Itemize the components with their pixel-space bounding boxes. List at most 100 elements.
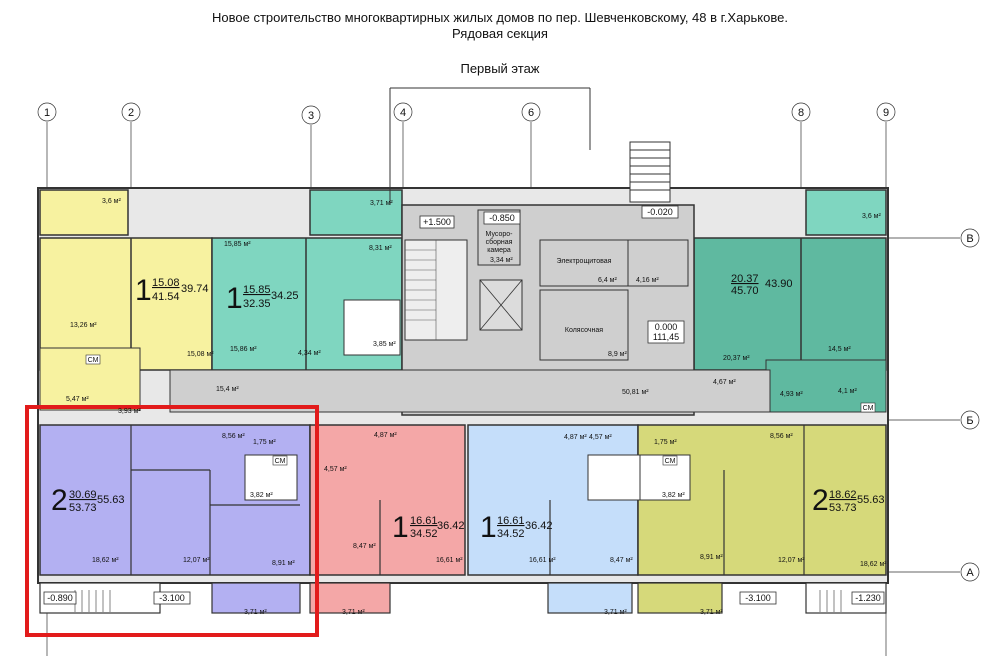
area-i3: 16,61 м² bbox=[529, 557, 556, 564]
apt6-living: 16.61 bbox=[497, 515, 525, 527]
apt4-living: 30.69 bbox=[69, 489, 97, 501]
area-k2: 3,71 м² bbox=[342, 609, 365, 616]
apt3-total: 43.90 bbox=[765, 278, 793, 290]
area-j5: 12,07 м² bbox=[778, 557, 805, 564]
apt3-useful: 45.70 bbox=[731, 285, 759, 297]
balcony-top-mid bbox=[309, 189, 403, 236]
area-i1: 4,87 м² bbox=[564, 434, 587, 441]
area-a3: 5,47 м² bbox=[66, 396, 89, 403]
area-i4: 8,47 м² bbox=[610, 557, 633, 564]
area-balc1: 3,6 м² bbox=[102, 198, 121, 205]
area-b1: 15,85 м² bbox=[224, 241, 251, 248]
area-e2: 4,16 м² bbox=[636, 277, 659, 284]
apt2-useful: 32.35 bbox=[243, 298, 271, 310]
apt4-useful: 53.73 bbox=[69, 502, 97, 514]
area-k1: 3,71 м² bbox=[244, 609, 267, 616]
apt1-total: 39.74 bbox=[181, 283, 209, 295]
label-garbage-1: Мусоро- bbox=[486, 231, 514, 238]
level-stair-top: +1.500 bbox=[423, 217, 451, 227]
bath-teal bbox=[343, 299, 401, 356]
apt5-rooms: 1 bbox=[392, 511, 409, 544]
area-h1: 4,87 м² bbox=[374, 432, 397, 439]
balcony-red bbox=[309, 582, 391, 614]
axis-label-a: А bbox=[966, 567, 974, 579]
apt7-living: 18.62 bbox=[829, 489, 857, 501]
area-f1: 20,37 м² bbox=[723, 355, 750, 362]
wc-marker-1: СМ bbox=[88, 357, 99, 364]
apt5-useful: 34.52 bbox=[410, 528, 438, 540]
apt6-total: 36.42 bbox=[525, 520, 553, 532]
apt7-rooms: 2 bbox=[812, 484, 829, 517]
area-e1: 6,4 м² bbox=[598, 277, 617, 284]
area-balc2: 3,71 м² bbox=[370, 200, 393, 207]
apt1-useful: 41.54 bbox=[152, 291, 180, 303]
area-e3: 8,9 м² bbox=[608, 351, 627, 358]
apt1-rooms: 1 bbox=[135, 274, 152, 307]
area-i2: 4,57 м² bbox=[589, 434, 612, 441]
electrical-room bbox=[539, 239, 629, 287]
area-balc3: 3,6 м² bbox=[862, 213, 881, 220]
area-a2: 15,08 м² bbox=[187, 351, 214, 358]
area-c2: 50,81 м² bbox=[622, 389, 649, 396]
bath-blue bbox=[587, 454, 641, 501]
area-g2: 1,75 м² bbox=[253, 439, 276, 446]
area-f5: 4,1 м² bbox=[838, 388, 857, 395]
axis-label-3: 3 bbox=[308, 110, 314, 122]
apt2-total: 34.25 bbox=[271, 290, 299, 302]
balcony-olive bbox=[637, 582, 723, 614]
level-corridor-zero: 0.000 bbox=[655, 322, 678, 332]
area-j2: 8,56 м² bbox=[770, 433, 793, 440]
axis-label-2: 2 bbox=[128, 107, 134, 119]
area-h2: 4,57 м² bbox=[324, 466, 347, 473]
area-f2: 14,5 м² bbox=[828, 346, 851, 353]
level-left-basement: -0.890 bbox=[47, 593, 73, 603]
apt6-useful: 34.52 bbox=[497, 528, 525, 540]
stairs-bottom-left bbox=[74, 590, 842, 612]
entrance-stairs bbox=[389, 87, 671, 205]
area-g6: 8,91 м² bbox=[272, 560, 295, 567]
area-a4: 3,93 м² bbox=[118, 408, 141, 415]
apt6-rooms: 1 bbox=[480, 511, 497, 544]
corridor-total: 111,45 bbox=[653, 332, 679, 342]
area-f4: 4,93 м² bbox=[780, 391, 803, 398]
area-k4: 3,71 м² bbox=[700, 609, 723, 616]
area-g3: 3,82 м² bbox=[250, 492, 273, 499]
apt4-rooms: 2 bbox=[51, 484, 68, 517]
wc-marker-2: СМ bbox=[275, 458, 286, 465]
label-garbage-2: сборная bbox=[486, 238, 513, 246]
area-j4: 8,91 м² bbox=[700, 554, 723, 561]
balcony-blue bbox=[547, 582, 633, 614]
area-b4: 4,34 м² bbox=[298, 350, 321, 357]
area-b5: 3,85 м² bbox=[373, 341, 396, 348]
axis-label-v: В bbox=[966, 233, 973, 245]
apt2-rooms: 1 bbox=[226, 282, 243, 315]
floor-title: Первый этаж bbox=[460, 61, 540, 76]
apt3-living: 20.37 bbox=[731, 273, 759, 285]
area-j1: 1,75 м² bbox=[654, 439, 677, 446]
area-g4: 18,62 м² bbox=[92, 557, 119, 564]
area-j6: 18,62 м² bbox=[860, 561, 887, 568]
apt7-useful: 53.73 bbox=[829, 502, 857, 514]
apt7-total: 55.63 bbox=[857, 494, 885, 506]
area-k3: 3,71 м² bbox=[604, 609, 627, 616]
area-b3: 15,86 м² bbox=[230, 346, 257, 353]
apt2-living: 15.85 bbox=[243, 284, 271, 296]
apt1-living: 15.08 bbox=[152, 277, 180, 289]
axis-label-6: 6 bbox=[528, 107, 534, 119]
apartment-green bbox=[693, 237, 887, 371]
stroller-room bbox=[539, 289, 629, 361]
axis-label-4: 4 bbox=[400, 107, 406, 119]
area-g1: 8,56 м² bbox=[222, 433, 245, 440]
area-h4: 16,61 м² bbox=[436, 557, 463, 564]
area-j3: 3,82 м² bbox=[662, 492, 685, 499]
apt5-living: 16.61 bbox=[410, 515, 438, 527]
level-right-bottom: -3.100 bbox=[745, 593, 771, 603]
area-h3: 8,47 м² bbox=[353, 543, 376, 550]
highlight-frame bbox=[25, 405, 319, 637]
apt5-total: 36.42 bbox=[437, 520, 465, 532]
area-c3: 3,34 м² bbox=[490, 257, 513, 264]
wc-marker-3: СМ bbox=[665, 458, 676, 465]
level-right-basement: -1.230 bbox=[855, 593, 881, 603]
level-lobby: -0.850 bbox=[489, 213, 515, 223]
